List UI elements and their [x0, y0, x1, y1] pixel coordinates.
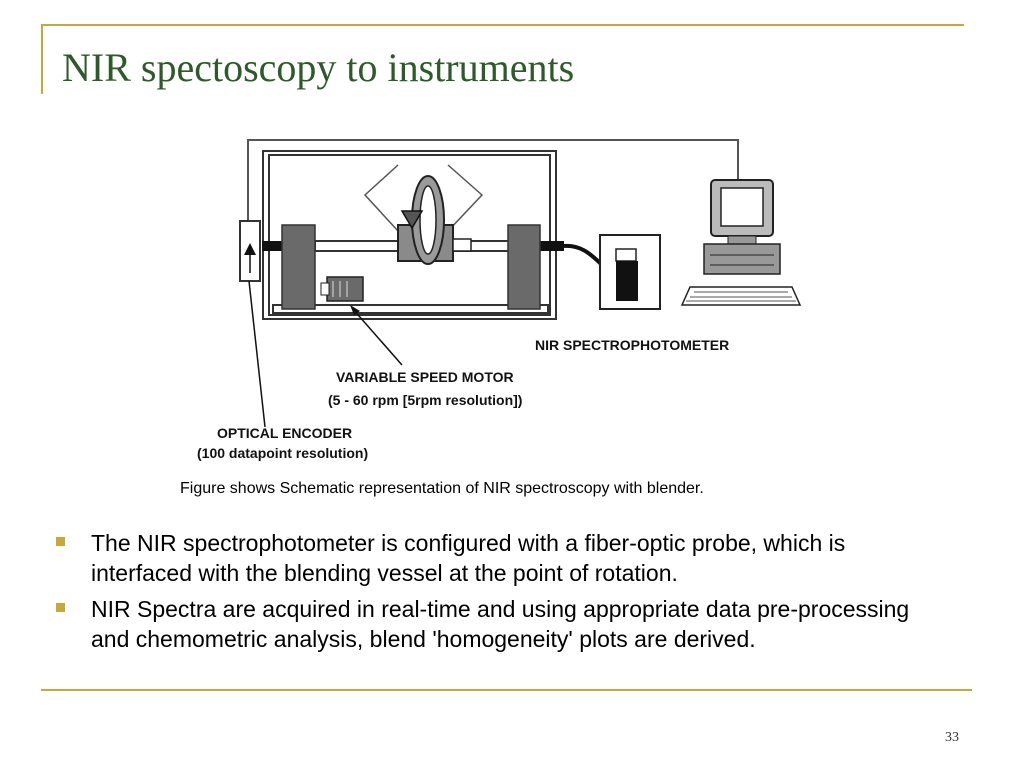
outer-cable	[247, 139, 739, 220]
bullet-text: NIR Spectra are acquired in real-time an…	[91, 596, 910, 652]
shaft-right-end	[540, 241, 564, 251]
computer-icon	[680, 179, 802, 306]
rotation-arrow-icon	[400, 175, 445, 265]
encoder-resolution-label: (100 datapoint resolution)	[197, 445, 368, 461]
motor-speed-label: (5 - 60 rpm [5rpm resolution])	[328, 392, 522, 408]
motor	[320, 276, 364, 302]
spectrophotometer	[599, 234, 661, 310]
bullet-square-icon	[56, 603, 65, 612]
base-plate	[272, 304, 549, 314]
leader-lines	[248, 280, 403, 428]
blender-frame	[262, 150, 557, 320]
bullet-item: NIR Spectra are acquired in real-time an…	[50, 594, 950, 654]
left-pillar	[281, 224, 316, 310]
left-frame-line	[41, 24, 43, 94]
bullet-square-icon	[56, 537, 65, 546]
slide-title: NIR spectoscopy to instruments	[62, 45, 575, 90]
bottom-frame-line	[41, 689, 972, 691]
bullet-item: The NIR spectrophotometer is configured …	[50, 528, 950, 588]
bullet-list: The NIR spectrophotometer is configured …	[50, 528, 950, 660]
spectrophotometer-label: NIR SPECTROPHOTOMETER	[535, 337, 729, 353]
blender-schematic-figure: NIR SPECTROPHOTOMETER VARIABLE SPEED MOT…	[170, 125, 860, 470]
bullet-text: The NIR spectrophotometer is configured …	[91, 530, 846, 586]
encoder-label: OPTICAL ENCODER	[217, 425, 352, 441]
motor-label: VARIABLE SPEED MOTOR	[336, 369, 514, 385]
optical-encoder	[239, 220, 261, 282]
shaft-left-end	[262, 241, 282, 251]
motor-leader-arrowhead	[350, 305, 360, 315]
right-pillar	[507, 224, 541, 310]
rotation-guides	[363, 164, 484, 232]
figure-caption: Figure shows Schematic representation of…	[180, 480, 704, 497]
page-number: 33	[945, 730, 959, 745]
fiber-optic-cable	[563, 243, 604, 267]
probe-port	[452, 238, 472, 252]
top-frame-line	[41, 24, 964, 26]
